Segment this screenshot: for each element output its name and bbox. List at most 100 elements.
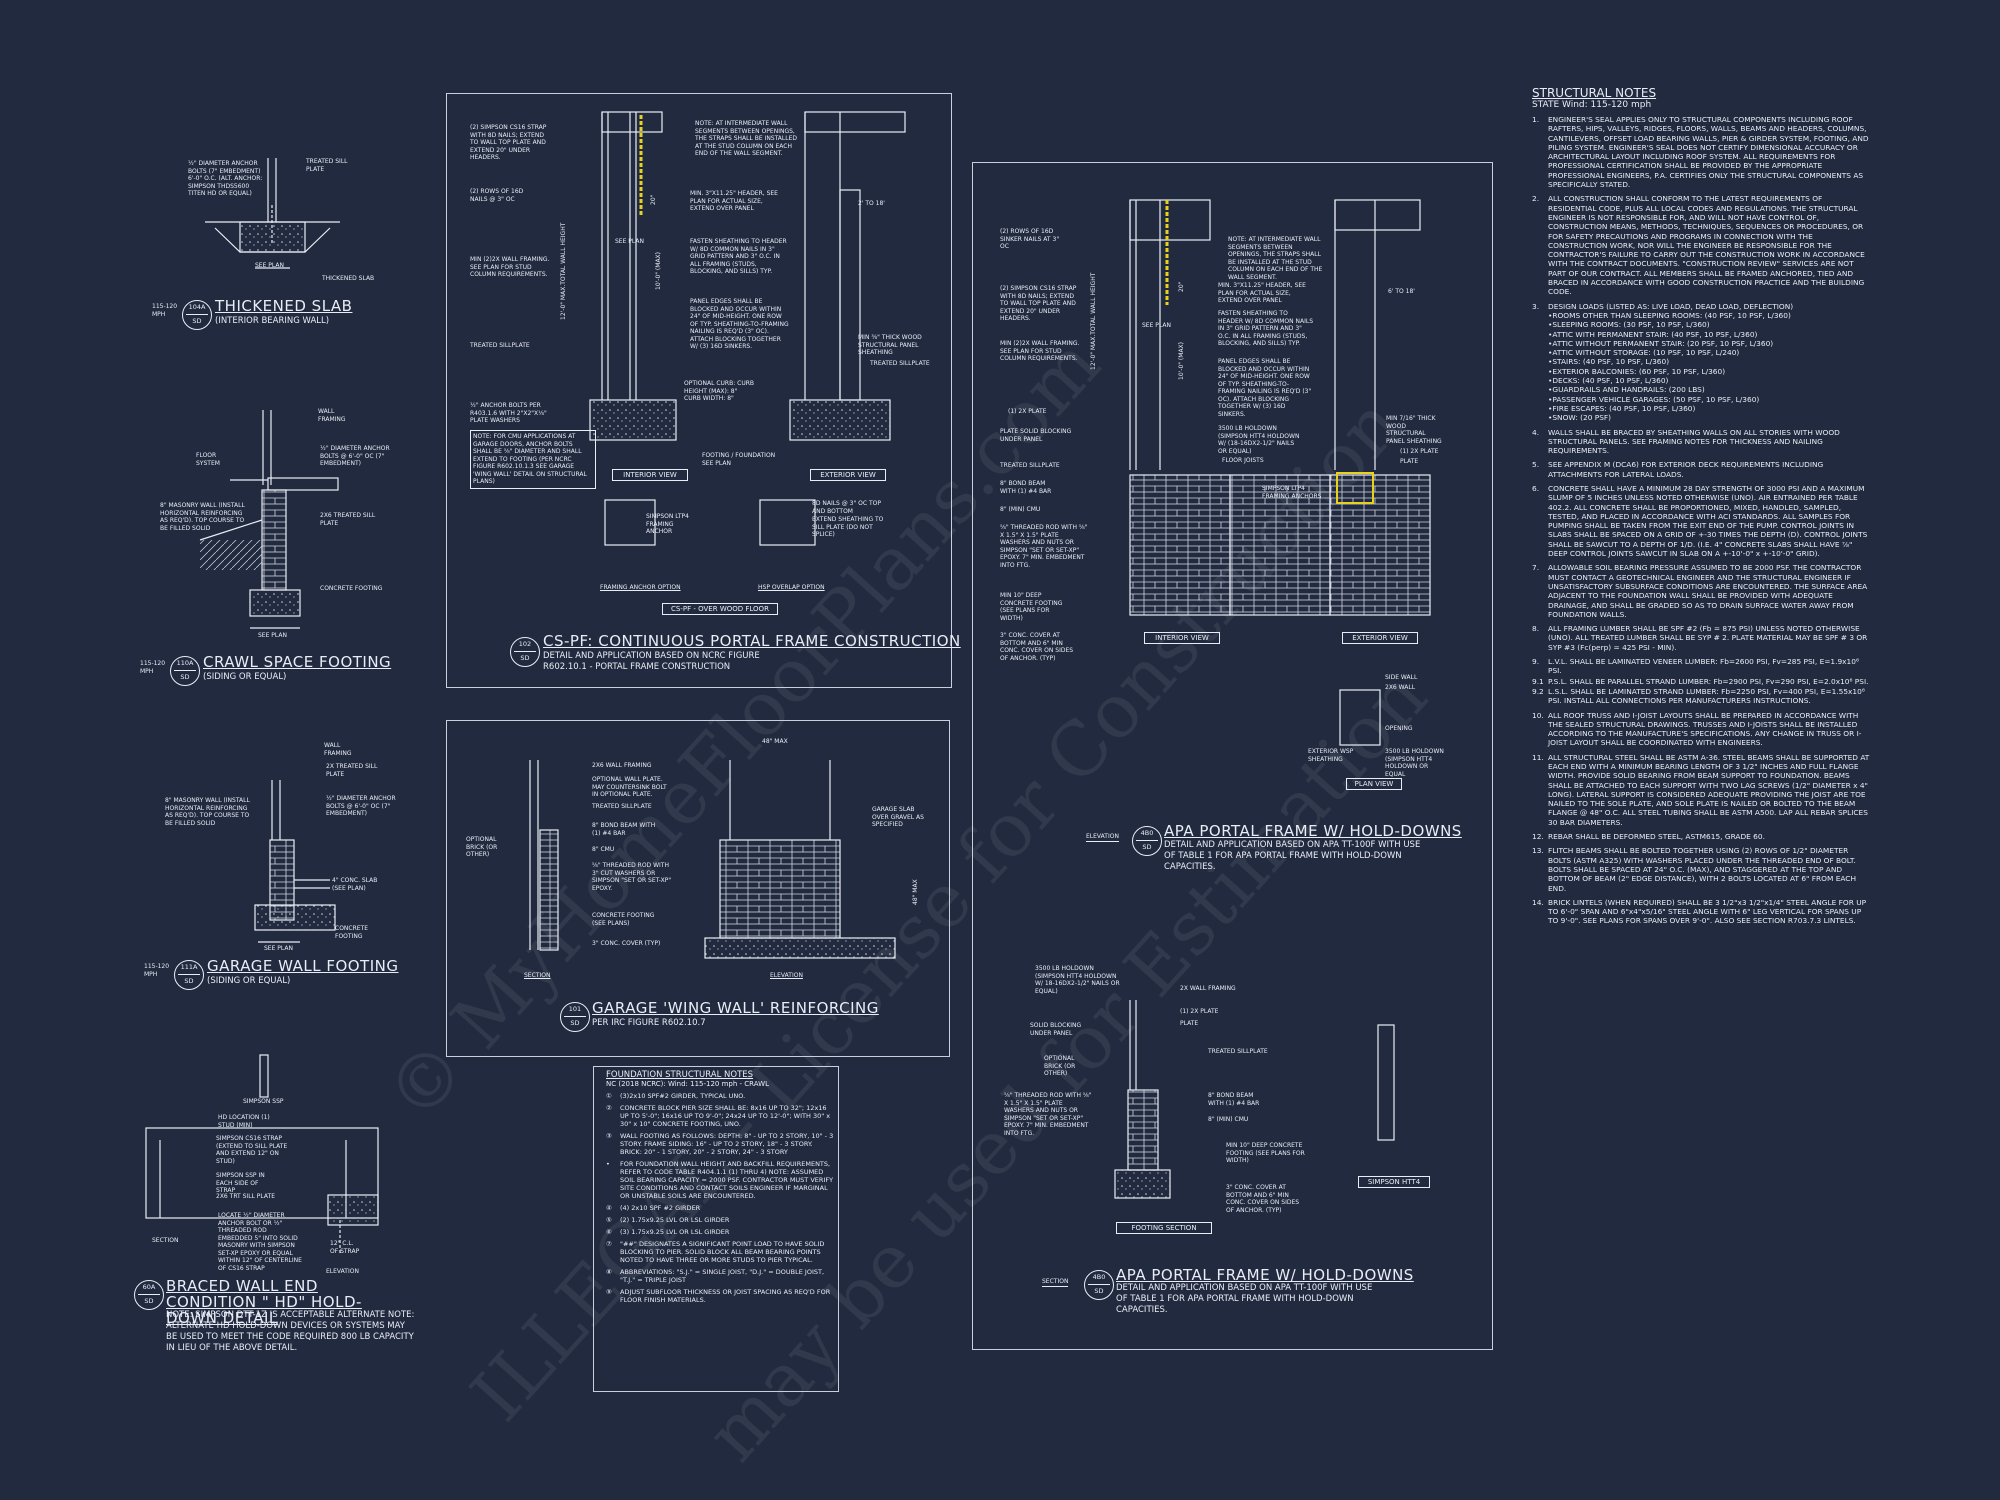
note-item: 4.WALLS SHALL BE BRACED BY SHEATHING WAL… xyxy=(1532,427,1840,456)
ts-label-slab: THICKENED SLAB xyxy=(322,275,375,282)
note-item: 7.ALLOWABLE SOIL BEARING PRESSURE ASSUME… xyxy=(1532,563,1868,619)
apas-label-3: PLATE xyxy=(1180,1020,1199,1027)
apa-tag-exterior: EXTERIOR VIEW xyxy=(1342,632,1418,644)
cs-label-anchor: ½" DIAMETER ANCHOR BOLTS @ 6'-0" OC (7" … xyxy=(320,445,390,467)
foundation-note-item: ④(4) 2x10 SPF #2 GIRDER xyxy=(606,1204,701,1212)
cspf-label-16: EXTEND SHEATHING TO SILL PLATE (DO NOT S… xyxy=(812,516,884,538)
bw-label-anchor: LOCATE ½" DIAMETER ANCHOR BOLT OR ½" THR… xyxy=(218,1212,302,1272)
gwing-label-3: 8" BOND BEAM WITH (1) #4 BAR xyxy=(592,822,656,837)
cs-subtitle: (SIDING OR EQUAL) xyxy=(203,672,287,682)
apa-label-26: SEE PLAN xyxy=(1142,322,1171,329)
ts-label-seeplan: SEE PLAN xyxy=(255,262,284,269)
bw-title: BRACED WALL END CONDITION " HD" HOLD-DOW… xyxy=(166,1277,362,1327)
apas-label-1: 2x WALL FRAMING xyxy=(1180,985,1236,992)
apas-sub-2: OF TABLE 1 FOR APA PORTAL FRAME WITH HOL… xyxy=(1116,1294,1354,1304)
foundation-note-item: ⑤(2) 1.75x9.25 LVL OR LSL GIRDER xyxy=(606,1216,730,1224)
note-item: 8.ALL FRAMING LUMBER SHALL BE SPF #2 (Fb… xyxy=(1532,624,1868,652)
gw-label-wall: WALL FRAMING xyxy=(324,742,352,757)
apa-label-17: SIMPSON LTP4 FRAMING ANCHORS xyxy=(1262,485,1322,500)
foundation-note-item: ①(3)2x10 SPF#2 GIRDER, TYPICAL UNO. xyxy=(606,1092,746,1100)
apa-label-16: FLOOR JOISTS xyxy=(1222,457,1264,464)
ts-label-anchor: ½" DIAMETER ANCHOR BOLTS (7" EMBEDMENT) … xyxy=(188,160,263,197)
cspf-dim-10: 10'-0" (MAX) xyxy=(655,251,662,290)
cspf-label-11: FOOTING / FOUNDATION SEE PLAN xyxy=(702,452,776,467)
apa-label-25: 3500 LB HOLDOWN (SIMPSON HTT4 HOLDOWN OR… xyxy=(1385,748,1444,778)
bw-label-cl: 12" C.L. OF STRAP xyxy=(330,1240,360,1255)
cspf-dim-20: 20" xyxy=(650,194,657,205)
gw-label-masonry: 8" MASONRY WALL (INSTALL HORIZONTAL REIN… xyxy=(165,797,250,827)
cspf-dim-span: 2' TO 18' xyxy=(858,200,885,207)
cspf-tag-hsp: HSP OVERLAP OPTION xyxy=(758,584,825,591)
foundation-notes-title: FOUNDATION STRUCTURAL NOTES xyxy=(606,1070,754,1080)
apa-elev-sub-2: OF TABLE 1 FOR APA PORTAL FRAME WITH HOL… xyxy=(1164,851,1402,861)
gw-subtitle: (SIDING OR EQUAL) xyxy=(207,976,291,986)
note-item: 10.ALL ROOF TRUSS AND I-JOIST LAYOUTS SH… xyxy=(1532,710,1862,748)
note-item: 6.CONCRETE SHALL HAVE A MINIMUM 28 DAY S… xyxy=(1532,483,1868,559)
gwing-dim-side: 48" MAX xyxy=(912,879,919,905)
load-item: DECKS: (40 PSF, 10 PSF, L/360) xyxy=(1548,376,1872,385)
note-item: 13.FLITCH BEAMS SHALL BE BOLTED TOGETHER… xyxy=(1532,846,1857,893)
apa-label-15: 3500 LB HOLDOWN (SIMPSON HTT4 HOLDOWN W/… xyxy=(1218,425,1300,455)
panel-cs-pf xyxy=(446,93,952,688)
cs-label-seeplan: SEE PLAN xyxy=(258,632,287,639)
apa-label-10: 3" CONC. COVER AT BOTTOM AND 6" MIN CONC… xyxy=(1000,632,1074,662)
bw-label-elev: ELEVATION xyxy=(326,1268,359,1275)
bw-label-section: SECTION xyxy=(152,1237,179,1244)
cs-title: CRAWL SPACE FOOTING xyxy=(203,653,392,671)
note-item: 3.DESIGN LOADS (LISTED AS: LIVE LOAD, DE… xyxy=(1532,301,1794,311)
apas-label-6: OPTIONAL BRICK (OR OTHER) xyxy=(1044,1055,1076,1077)
load-item: FIRE ESCAPES: (40 PSF, 10 PSF, L/360) xyxy=(1548,404,1872,413)
bw-label-ssp: SIMPSON SSP xyxy=(243,1098,284,1105)
note-item: 12.REBAR SHALL BE DEFORMED STEEL, ASTM61… xyxy=(1532,832,1765,842)
cspf-tag-interior: INTERIOR VIEW xyxy=(612,469,688,481)
cspf-label-17: SEE PLAN xyxy=(615,238,644,245)
apa-label-13: FASTEN SHEATHING TO HEADER W/ 8d COMMON … xyxy=(1218,310,1313,347)
apa-dim-20: 20" xyxy=(1178,281,1185,292)
apas-sub-1: DETAIL AND APPLICATION BASED ON APA TT-1… xyxy=(1116,1283,1373,1293)
gwing-label-8: 3" CONC. COVER (TYP) xyxy=(592,940,661,947)
gw-mph: 115-120 MPH xyxy=(144,963,170,978)
apas-label-2: (1) 2x PLATE xyxy=(1180,1008,1219,1015)
cspf-label-1: (2) ROWS OF 16d NAILS @ 3" OC xyxy=(470,188,524,203)
apa-tag-plan: PLAN VIEW xyxy=(1346,778,1402,790)
note-item: 1.ENGINEER'S SEAL APPLIES ONLY TO STRUCT… xyxy=(1532,115,1869,190)
gwing-subtitle: PER IRC FIGURE R602.10.7 xyxy=(592,1018,706,1028)
apas-kind: SECTION xyxy=(1042,1278,1069,1287)
cspf-tag-wood-floor: CS-PF - OVER WOOD FLOOR xyxy=(662,603,778,615)
cspf-label-12: MIN ⅜" THICK WOOD STRUCTURAL PANEL SHEAT… xyxy=(858,334,922,356)
gw-label-footing: CONCRETE FOOTING xyxy=(335,925,369,940)
apa-elev-kind: ELEVATION xyxy=(1086,833,1119,842)
gwing-label-9: GARAGE SLAB OVER GRAVEL AS SPECIFIED xyxy=(872,806,924,828)
apa-label-9: MIN 10" DEEP CONCRETE FOOTING (SEE PLANS… xyxy=(1000,592,1063,622)
cs-label-floor: FLOOR SYSTEM xyxy=(196,452,220,467)
cspf-label-15: 8d NAILS @ 3" OC TOP AND BOTTOM xyxy=(812,500,881,515)
ts-subtitle: (INTERIOR BEARING WALL) xyxy=(215,316,330,326)
cspf-tag-exterior: EXTERIOR VIEW xyxy=(810,469,886,481)
apa-label-7: 8" (MIN) CMU xyxy=(1000,506,1041,513)
cspf-label-0: (2) SIMPSON CS16 STRAP WITH 8d NAILS; EX… xyxy=(470,124,547,161)
cspf-label-14: SIMPSON LTP4 FRAMING ANCHOR xyxy=(646,513,689,535)
apa-elev-title: APA PORTAL FRAME W/ HOLD-DOWNS xyxy=(1164,822,1462,840)
apas-tag-htt4: SIMPSON HTT4 xyxy=(1358,1176,1430,1188)
apas-label-0: 3500 LB HOLDOWN (SIMPSON HTT4 HOLDOWN W/… xyxy=(1035,965,1120,995)
ts-mph: 115-120 MPH xyxy=(152,303,178,318)
apa-label-18: MIN 7/16" THICK WOOD STRUCTURAL PANEL SH… xyxy=(1386,415,1442,445)
gwing-dim-top: 48" MAX xyxy=(762,738,788,745)
gw-title: GARAGE WALL FOOTING xyxy=(207,957,399,975)
gwing-label-4: OPTIONAL BRICK (OR OTHER) xyxy=(466,836,498,858)
apa-label-2: MIN (2)2X WALL FRAMING. SEE PLAN FOR STU… xyxy=(1000,340,1080,362)
apa-dim-span: 6' TO 18' xyxy=(1388,288,1415,295)
structural-notes: STRUCTURAL NOTES STATE Wind: 115-120 mph… xyxy=(1532,86,1872,931)
apa-label-14: PANEL EDGES SHALL BE BLOCKED AND OCCUR W… xyxy=(1218,358,1312,418)
panel-garage-wing-wall xyxy=(446,720,950,1057)
apa-elev-sub-3: CAPACITIES. xyxy=(1164,862,1216,872)
apas-label-5: TREATED SILLPLATE xyxy=(1208,1048,1268,1055)
cspf-label-7: MIN. 3"x11.25" HEADER, SEE PLAN FOR ACTU… xyxy=(690,190,778,212)
apa-label-12: MIN. 3"x11.25" HEADER, SEE PLAN FOR ACTU… xyxy=(1218,282,1306,304)
